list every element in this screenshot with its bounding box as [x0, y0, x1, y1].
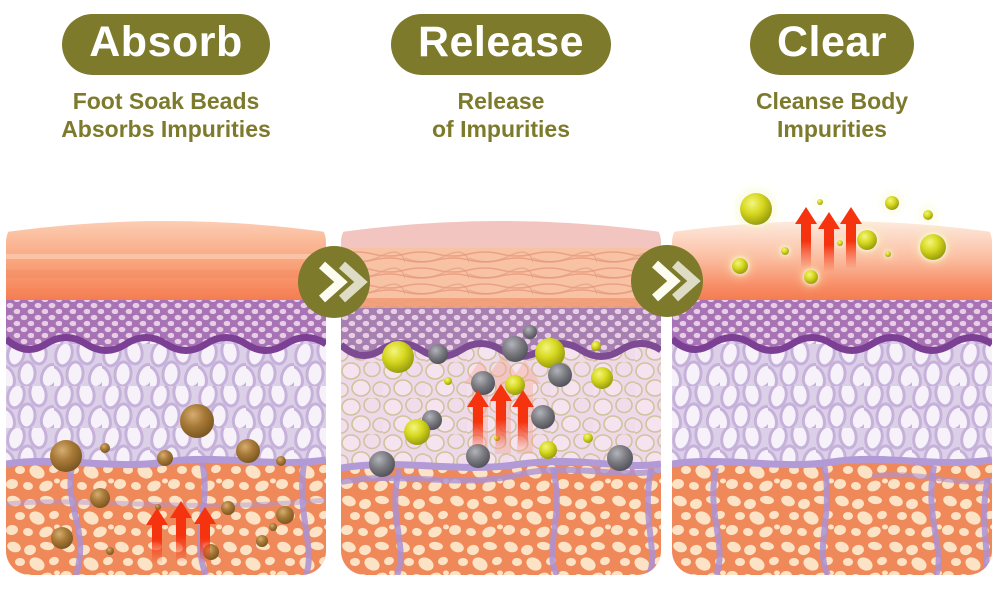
brown-bead — [276, 506, 294, 524]
subtitle-line: Absorbs Impurities — [61, 116, 271, 143]
gray-bead — [502, 336, 528, 362]
brown-bead — [155, 504, 161, 510]
yellow-bead — [837, 240, 843, 246]
brown-bead — [106, 547, 114, 555]
beads-layer-absorb — [50, 404, 294, 564]
yellow-bead — [885, 251, 891, 257]
brown-bead — [50, 440, 82, 472]
step-pill-release: Release — [390, 14, 612, 76]
yellow-bead — [804, 270, 818, 284]
arrow-up-icon — [170, 501, 192, 563]
double-chevron-right-icon — [631, 245, 703, 317]
yellow-bead — [583, 433, 593, 443]
brown-bead — [180, 404, 214, 438]
arrow-up-icon — [818, 212, 840, 272]
brown-bead — [269, 523, 277, 531]
gray-bead — [471, 371, 495, 395]
subtitle-line: of Impurities — [431, 116, 570, 143]
step-header-absorb: Absorb Foot Soak Beads Absorbs Impuritie… — [6, 14, 326, 144]
beads-layer-clear — [732, 193, 946, 284]
yellow-bead — [539, 441, 557, 459]
step-subtitle-clear: Cleanse Body Impurities — [672, 87, 992, 143]
brown-bead — [157, 450, 173, 466]
brown-bead — [276, 456, 286, 466]
beads-layer-release — [369, 325, 633, 477]
subtitle-line: Foot Soak Beads — [72, 88, 260, 115]
gray-bead — [428, 344, 448, 364]
gray-bead — [466, 444, 490, 468]
yellow-bead — [591, 367, 613, 389]
gray-bead — [548, 363, 572, 387]
step-subtitle-release: Release of Impurities — [341, 87, 661, 143]
gray-bead — [607, 445, 633, 471]
brown-bead — [90, 488, 110, 508]
step-pill-clear: Clear — [749, 14, 915, 76]
arrow-up-icon — [512, 390, 534, 448]
yellow-bead — [885, 196, 899, 210]
gray-bead — [531, 405, 555, 429]
arrow-up-icon — [194, 507, 216, 563]
arrow-up-icon — [840, 207, 862, 269]
step-pill-absorb: Absorb — [62, 14, 270, 76]
subtitle-line: Cleanse Body — [755, 88, 909, 115]
yellow-bead — [444, 377, 452, 385]
yellow-bead — [781, 247, 789, 255]
yellow-bead — [535, 338, 565, 368]
arrow-up-icon — [795, 207, 817, 269]
arrow-up-icon — [467, 390, 489, 448]
brown-bead — [221, 501, 235, 515]
yellow-bead — [732, 258, 748, 274]
yellow-bead — [382, 341, 414, 373]
subtitle-line: Release — [457, 88, 545, 115]
yellow-bead — [817, 199, 823, 205]
yellow-bead — [920, 234, 946, 260]
arrow-up-icon — [146, 508, 168, 564]
gray-bead — [369, 451, 395, 477]
arrow-up-icon — [490, 384, 512, 448]
yellow-bead — [591, 341, 601, 351]
step-subtitle-absorb: Foot Soak Beads Absorbs Impurities — [6, 87, 326, 143]
step-header-release: Release Release of Impurities — [341, 14, 661, 144]
brown-bead — [256, 535, 268, 547]
step-header-clear: Clear Cleanse Body Impurities — [672, 14, 992, 144]
yellow-bead — [404, 419, 430, 445]
brown-bead — [51, 527, 73, 549]
skin-panel-absorb — [6, 221, 326, 575]
brown-bead — [236, 439, 260, 463]
yellow-bead — [857, 230, 877, 250]
subtitle-line: Impurities — [777, 116, 887, 143]
skin-panel-clear — [672, 221, 992, 575]
gray-bead — [523, 325, 537, 339]
double-chevron-right-icon — [298, 246, 370, 318]
yellow-bead — [923, 210, 933, 220]
yellow-bead — [740, 193, 772, 225]
brown-bead — [100, 443, 110, 453]
yellow-bead — [505, 375, 525, 395]
